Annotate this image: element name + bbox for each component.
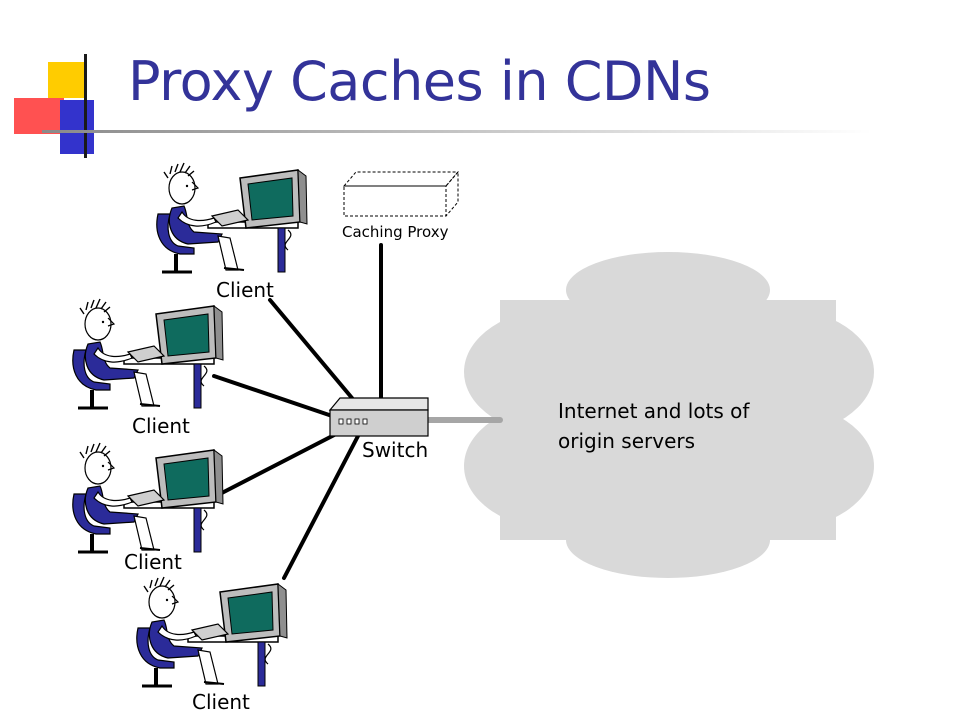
- client-3-workstation: [71, 441, 225, 554]
- link-client-1: [268, 298, 354, 400]
- links: [212, 243, 503, 580]
- cloud-label: Internet and lots of origin servers: [558, 396, 749, 456]
- link-client-3: [214, 430, 342, 498]
- cloud-label-line-1: Internet and lots of: [558, 399, 750, 423]
- deco-yellow-square: [48, 62, 84, 98]
- deco-red-square: [14, 98, 64, 134]
- title-rule: [42, 130, 872, 133]
- client-label: Client: [216, 278, 274, 302]
- client-label: Client: [192, 690, 250, 714]
- page-title: Proxy Caches in CDNs: [128, 50, 711, 113]
- client-label: Client: [124, 550, 182, 574]
- switch-label: Switch: [362, 438, 429, 462]
- title-decoration: [14, 54, 872, 158]
- client-label: Client: [132, 414, 190, 438]
- link-client-4: [282, 434, 360, 580]
- client-4-workstation: [135, 575, 289, 688]
- switch-device: [328, 397, 429, 437]
- link-client-2: [212, 374, 340, 420]
- internet-cloud: [464, 252, 874, 578]
- client-2-workstation: [71, 297, 225, 410]
- deco-blue-square: [60, 100, 94, 154]
- deco-vertical-line: [84, 54, 87, 158]
- client-1-workstation: [155, 161, 309, 274]
- caching-proxy-label: Caching Proxy: [342, 223, 449, 241]
- cloud-label-line-2: origin servers: [558, 429, 696, 453]
- caching-proxy-box: [342, 170, 460, 217]
